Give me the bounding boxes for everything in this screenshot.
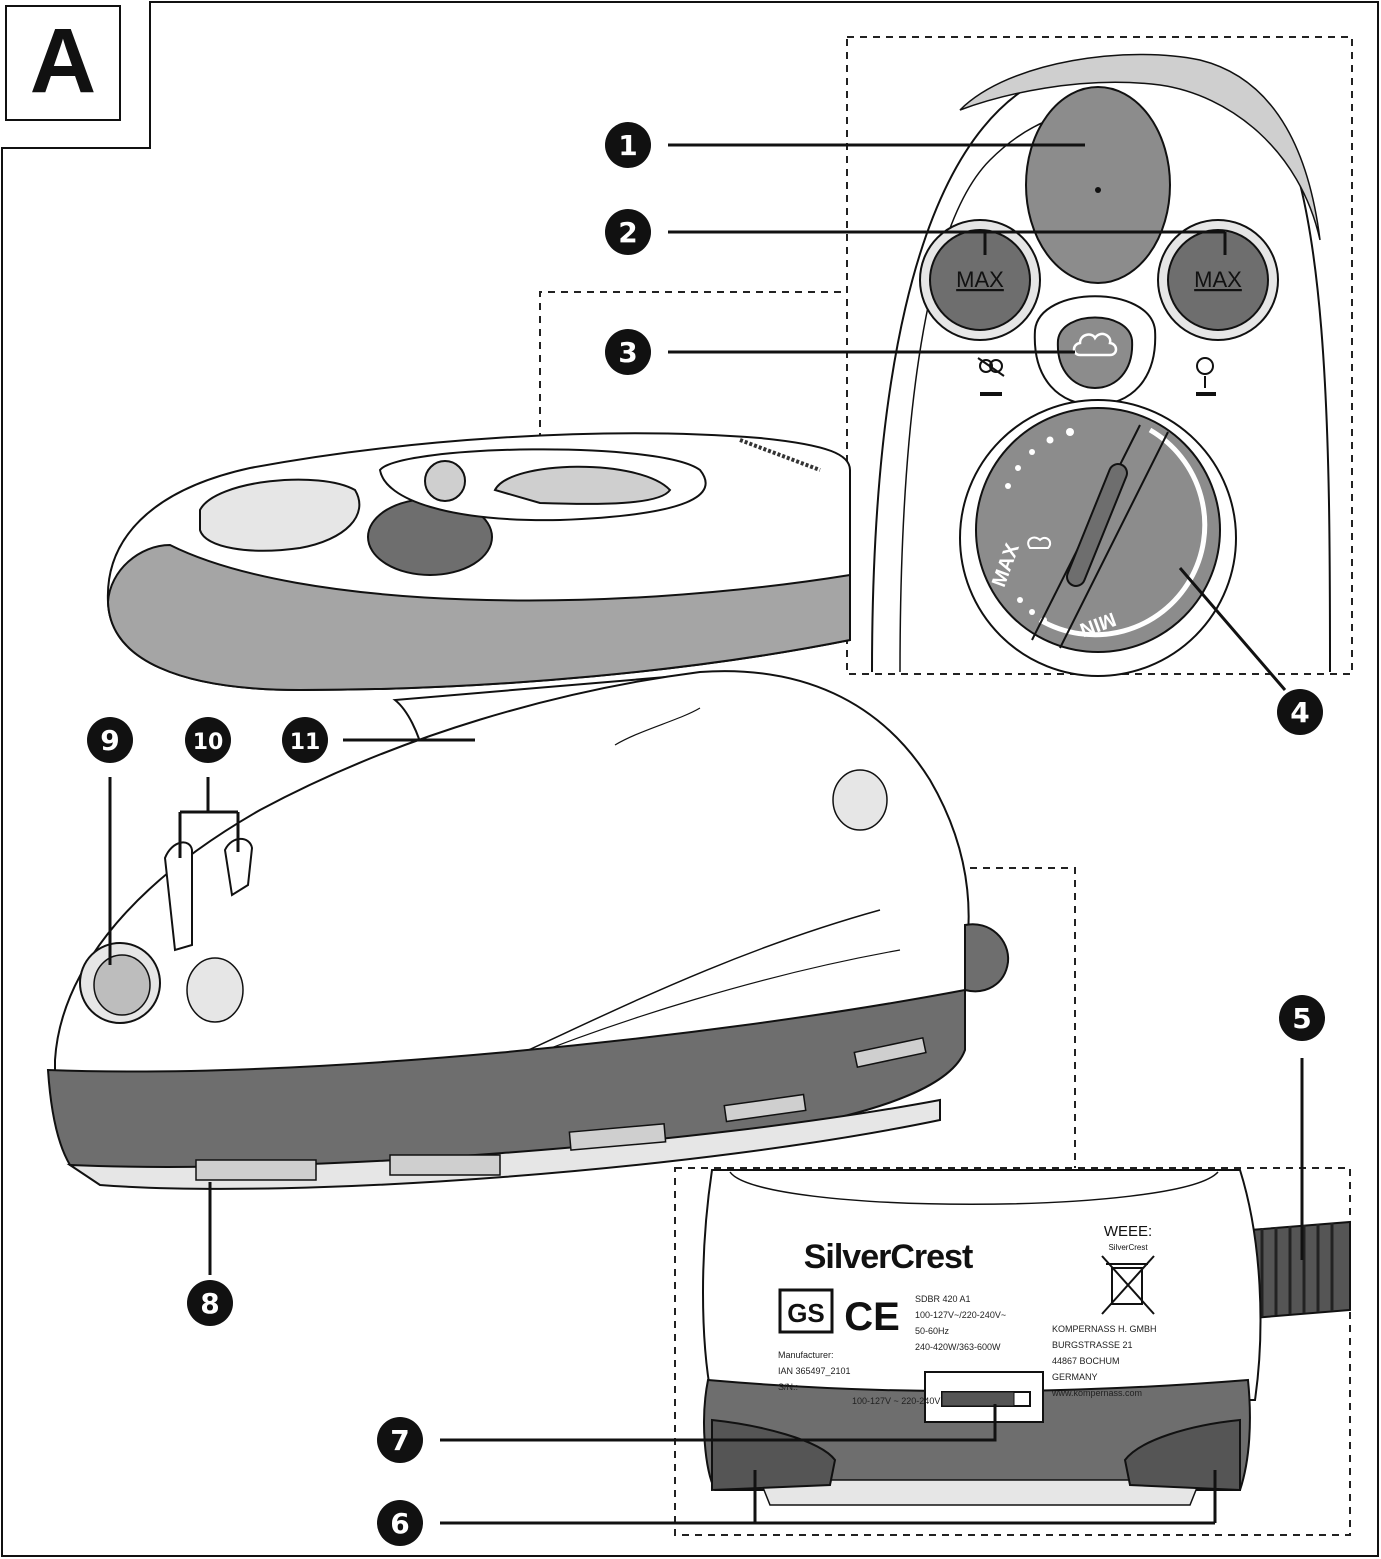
model-info: SDBR 420 A1 100-127V~/220-240V~ 50-60Hz …	[915, 1294, 1006, 1352]
rear-cord-ribs	[1260, 1223, 1334, 1316]
max-button-left	[929, 229, 1031, 331]
detail-box-connector-rear	[970, 867, 1076, 1168]
svg-text:GS: GS	[787, 1298, 825, 1328]
max-button-right	[1167, 229, 1269, 331]
handle-rim	[106, 543, 851, 692]
address-info: KOMPERNASS H. GMBH BURGSTRASSE 21 44867 …	[1051, 1324, 1157, 1398]
svg-text:6: 6	[390, 1507, 409, 1540]
svg-text:GERMANY: GERMANY	[1052, 1372, 1098, 1382]
svg-text:44867 BOCHUM: 44867 BOCHUM	[1052, 1356, 1120, 1366]
callout-9: 9	[87, 717, 133, 763]
svg-text:50-60Hz: 50-60Hz	[915, 1326, 950, 1336]
callout-5: 5	[1279, 995, 1325, 1041]
svg-text:www.kompernass.com: www.kompernass.com	[1051, 1388, 1142, 1398]
svg-text:5: 5	[1292, 1002, 1311, 1035]
rear-soleplate	[758, 1479, 1202, 1506]
cloud-icon	[1072, 332, 1118, 357]
steam-trigger	[1025, 86, 1171, 284]
detail-box-connector-controls	[539, 291, 847, 440]
body-vent-left	[186, 957, 244, 1023]
handle-brand-print	[739, 438, 821, 472]
leader-2	[668, 230, 1227, 255]
callout-11: 11	[282, 717, 328, 763]
callout-3: 3	[605, 329, 651, 375]
callout-8: 8	[187, 1280, 233, 1326]
manufacturer-info: Manufacturer: IAN 365497_2101 S/N.:	[778, 1350, 851, 1392]
max-button-left-label: MAX	[956, 267, 1004, 292]
svg-text:Manufacturer:: Manufacturer:	[778, 1350, 834, 1360]
voltage-switch-label: 100-127V ~ 220-240V ~	[852, 1396, 948, 1406]
rear-base	[703, 1378, 1251, 1491]
svg-text:4: 4	[1290, 696, 1309, 729]
detail-box-rear	[674, 1167, 1351, 1536]
svg-text:1: 1	[618, 129, 637, 162]
svg-text:BURGSTRASSE 21: BURGSTRASSE 21	[1052, 1340, 1133, 1350]
svg-text:240-420W/363-600W: 240-420W/363-600W	[915, 1342, 1001, 1352]
power-indicator-inner	[93, 954, 151, 1016]
callout-10: 10	[185, 717, 231, 763]
leader-lines	[108, 143, 1304, 1525]
svg-text:11: 11	[290, 730, 321, 755]
panel-letter-box	[5, 5, 121, 121]
rear-body	[702, 1169, 1262, 1401]
gs-mark: GS	[778, 1288, 834, 1334]
svg-text:100-127V~/220-240V~: 100-127V~/220-240V~	[915, 1310, 1006, 1320]
svg-text:IAN 365497_2101: IAN 365497_2101	[778, 1366, 851, 1376]
dial-slot	[1066, 463, 1128, 587]
leader-6	[440, 1470, 1217, 1525]
callout-2: 2	[605, 209, 651, 255]
svg-text:3: 3	[618, 336, 637, 369]
rear-foot-right	[1123, 1418, 1241, 1492]
callout-4: 4	[1277, 689, 1323, 735]
no-steam-icon	[977, 357, 1005, 396]
svg-text:S/N.:: S/N.:	[778, 1382, 798, 1392]
handle-steam-button	[424, 460, 466, 502]
svg-text:9: 9	[100, 724, 119, 757]
svg-text:10: 10	[193, 730, 224, 755]
dial-dots	[1005, 428, 1074, 623]
svg-text:SDBR 420 A1: SDBR 420 A1	[915, 1294, 971, 1304]
handle-top-shading	[959, 53, 1321, 241]
leader-10	[178, 777, 240, 858]
weee-sub: SilverCrest	[1108, 1243, 1148, 1252]
svg-text:KOMPERNASS H. GMBH: KOMPERNASS H. GMBH	[1052, 1324, 1157, 1334]
steam-on-icon	[1196, 357, 1216, 396]
cord-boot	[964, 923, 1010, 993]
handle-left-button	[199, 478, 361, 552]
rear-cord	[1248, 1220, 1351, 1320]
base-vents	[195, 1036, 927, 1181]
body-vent-right	[832, 769, 888, 831]
voltage-switch-slider	[941, 1391, 1015, 1407]
max-button-right-label: MAX	[1194, 267, 1242, 292]
callout-7: 7	[377, 1417, 423, 1463]
body-contour-3	[614, 707, 701, 746]
svg-text:7: 7	[390, 1424, 409, 1457]
leader-7	[440, 1404, 997, 1442]
brand-logo: SilverCrest	[804, 1238, 973, 1276]
callout-6: 6	[377, 1500, 423, 1546]
dial-steam-icon	[1027, 536, 1052, 549]
weee-bin-icon	[1101, 1255, 1155, 1315]
leader-4	[1178, 567, 1287, 691]
water-tank-tab-left	[163, 841, 193, 952]
steam-button	[1056, 316, 1134, 390]
body-contour-2	[519, 949, 901, 1061]
water-tank-tab-right	[223, 837, 254, 897]
callout-1: 1	[605, 122, 651, 168]
weee-title: WEEE:	[1104, 1223, 1152, 1240]
ce-mark: CE	[844, 1295, 900, 1339]
handle-trigger	[493, 465, 672, 505]
rear-top-curve	[729, 1171, 1219, 1205]
svg-text:8: 8	[200, 1287, 219, 1320]
svg-text:2: 2	[618, 216, 637, 249]
steam-trigger-dot	[1095, 187, 1101, 193]
panel-letter: A	[30, 10, 96, 112]
